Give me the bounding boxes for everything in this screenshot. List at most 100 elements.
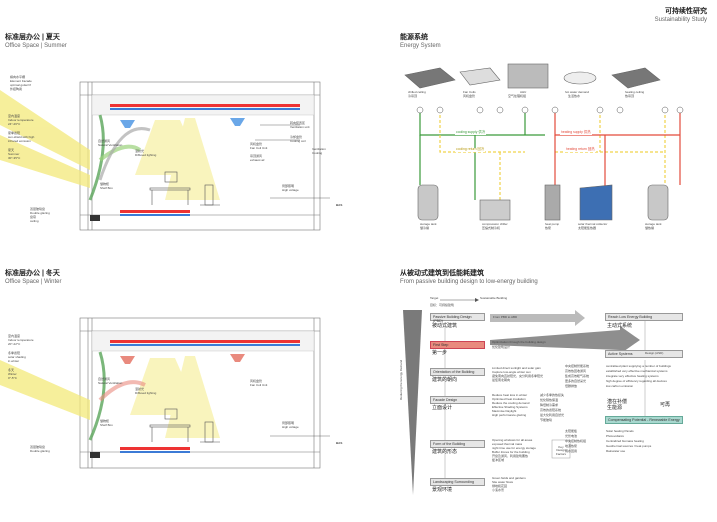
winter-label: 双层玻璃窗 [30, 445, 46, 449]
summer-label: Diffused lighting [135, 153, 157, 157]
summer-label: ceiling [30, 219, 39, 223]
facade-text: Effective Shading Systems [492, 405, 528, 409]
axis-label: Reducing the Energy Demand [399, 359, 403, 400]
summer-label: optimal gutter/rf [10, 83, 31, 87]
page-subtitle: Sustainability Study [654, 17, 707, 23]
facade-text: Reduce the cooling demand [492, 401, 530, 405]
active-zh: 低碳排放 [565, 384, 578, 388]
facade-text: Reduce heat loss in winter [492, 393, 528, 397]
summer-label: 双层玻璃窗 [30, 207, 46, 211]
energy-top-item: Fan Coils [463, 90, 476, 94]
energy-top-item: 风机盘管 [463, 94, 476, 98]
first-step-box: First Step [430, 341, 485, 349]
summer-label: 30°-35°C [8, 156, 21, 160]
energy-top-item: 热吊顶 [625, 94, 635, 98]
renewable-en-item: Rainwater use [606, 449, 626, 453]
facade-box: Facade Design [430, 396, 485, 404]
summer-label: Cooling coil [290, 139, 306, 143]
facade-zh-text: 优化隔热保温 [540, 398, 559, 402]
orientation-box: Orientation of the Building [430, 368, 485, 376]
summer-label: 漫射光 [135, 149, 145, 153]
form-zh: 建筑的形态 [432, 449, 458, 455]
cooling-return-label: cooling return 回冷 [455, 147, 486, 152]
sustainable-label: Sustainable Building [480, 296, 508, 300]
facade-text: Optimised heat insulation [492, 397, 526, 401]
target-label: Target [430, 296, 439, 300]
active-systems-box: Active Systems [605, 350, 683, 358]
energy-top-item: AHU [520, 90, 527, 94]
energy-bottom-item: 压缩式制冷机 [482, 226, 501, 230]
active-zh: 更多的自然采光 [565, 379, 587, 383]
active-en: centralised plant supplying a number of … [606, 364, 671, 368]
form-text: 缓冲区域 [492, 458, 505, 462]
active-en: high degree of efficiency regarding all … [606, 379, 667, 383]
summer-label: infrared emission [8, 139, 31, 143]
facade-zh-text: 降低制冷需求 [540, 403, 559, 407]
energy-top-item: 冷吊顶 [408, 94, 418, 98]
active-label: Active Systems [608, 352, 633, 356]
renewable-en-item: Solar heating Panels [606, 429, 634, 433]
renewable-zh-item: 地源热泵 [565, 444, 578, 448]
energy-bottom-item: compression chiller [482, 222, 508, 226]
summer-label: 窗帘 [30, 215, 37, 219]
landscape-text: Green fields and gardens [492, 476, 526, 480]
form-box: Form of the Building [430, 440, 485, 448]
pbd-zh: 被动式建筑 [432, 323, 458, 329]
reach-low-zh: 主动式系统 [607, 323, 633, 329]
summer-label: Summer [8, 152, 20, 156]
active-en: established very effective mechanical sy… [606, 369, 668, 373]
summer-bas-label: BAS [336, 203, 343, 207]
winter-label: 漫射光 [135, 387, 145, 391]
summer-label: 吊顶通风 [250, 154, 263, 158]
winter-label: High voltage [282, 425, 299, 429]
summer-label: Fan Coil Unit [250, 146, 268, 150]
form-text: 开窗及通风，利用建筑蓄热 [492, 454, 529, 458]
heating-return-label: heating return 回热 [565, 147, 596, 152]
summer-label: Double glazing [30, 211, 50, 215]
summer-label: 室内温度 [8, 114, 21, 118]
orientation-text: 避免南向直射阳光，充分利用冬季阳光 [492, 374, 544, 378]
first-step-zh: 第一步 [432, 350, 448, 356]
pbd-box: Passive Building Design (PBD) [430, 313, 485, 323]
winter-label: Fan Coil Unit [250, 383, 268, 387]
energy-bottom-item: 储冷罐 [420, 226, 430, 230]
winter-label: Diffused lighting [135, 391, 157, 395]
compensating-box: Compensating Potential - Renewable Energ… [605, 416, 683, 424]
renewable-zh: 可再 [660, 402, 671, 408]
orientation-text: Limited direct sunlight and solar gain [492, 366, 541, 370]
winter-title: 标准层办公 | 冬天 [5, 270, 60, 277]
winter-label: Winter [8, 372, 17, 376]
page-title: 可持续性研究 [665, 8, 707, 15]
energy-bottom-item: solar thermal collector [578, 222, 608, 226]
summer-label: Natural Ventilation [98, 143, 123, 147]
active-en: low carbon emission [606, 384, 634, 388]
summer-label: 冷却盘管 [290, 135, 303, 139]
winter-label: 0°-5°C [8, 376, 17, 380]
active-zh: 高效热回收通风 [565, 369, 587, 373]
optimization-label: Optimization through the building design [492, 340, 546, 344]
reach-low-box: Reach Low Energy Building [605, 313, 683, 321]
energy-top-item: heating ceiling [625, 90, 645, 94]
active-en: integrate very effective heating systems [606, 374, 659, 378]
facade-zh-text: 减少冬季的热损失 [540, 393, 565, 397]
compensating-zh: 潜在补偿 生能源 [607, 399, 628, 411]
winter-label: Double glazing [30, 449, 50, 453]
summer-label: 横向水平槽 [10, 75, 26, 79]
renewable-zh-item: 光伏电池 [565, 434, 578, 438]
optimization-zh: 优化建筑设计 [492, 345, 511, 349]
summer-label: Indoor temperature [8, 118, 34, 122]
winter-label: 局部照明 [282, 421, 295, 425]
summer-label: 外挂陶瓷 [10, 87, 23, 91]
winter-label: 自然通风 [98, 377, 111, 381]
orientation-text: Capture low-angle winter sun [492, 370, 531, 374]
landscape-zh: 景观环境 [432, 487, 453, 493]
winter-label: in winter [8, 359, 20, 363]
energy-bottom-item: 储热罐 [645, 226, 655, 230]
renewable-en-item: Centralized biomass heating [606, 439, 644, 443]
summer-label: exhaust air [250, 158, 265, 162]
form-text: exposed thermal mass [492, 442, 523, 446]
